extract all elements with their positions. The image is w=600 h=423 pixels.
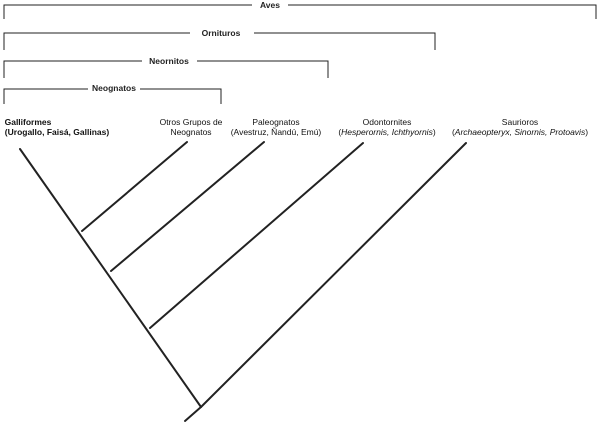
taxon-paleognatos-examples: (Avestruz, Ñandú, Emú): [231, 127, 322, 137]
taxon-odontornites-paren-open: (: [338, 127, 341, 137]
bracket-ornituros-line-right: [254, 32, 436, 50]
taxon-saurioros: Saurioros (Archaeopteryx, Sinornis, Prot…: [452, 117, 588, 137]
branch-odontornites: [149, 142, 364, 329]
cladogram-branches: [19, 141, 467, 422]
branch-otros-neognatos: [81, 141, 188, 232]
branch-trunk-base: [184, 406, 202, 422]
bracket-ornituros-line-left: [3, 32, 190, 50]
taxon-galliformes-examples: (Urogallo, Faisá, Gallinas): [5, 127, 110, 137]
bracket-neognatos-line-right: [140, 88, 222, 104]
bracket-aves: Aves: [3, 0, 597, 19]
bracket-neognatos-line-left: [3, 88, 88, 104]
taxon-odontornites: Odontornites (Hesperornis, Ichthyornis): [338, 117, 436, 137]
taxon-otros-neognatos: Otros Grupos de Neognatos: [160, 117, 223, 137]
taxon-galliformes-name: Galliformes: [5, 117, 52, 127]
bracket-neognatos-label: Neognatos: [92, 83, 136, 93]
bracket-ornituros-label: Ornituros: [202, 28, 241, 38]
bracket-aves-label: Aves: [260, 0, 280, 10]
taxon-odontornites-paren-close: ): [433, 127, 436, 137]
taxon-saurioros-paren-close: ): [585, 127, 588, 137]
branch-main-trunk: [19, 148, 202, 408]
taxon-saurioros-name: Saurioros: [502, 117, 538, 127]
taxon-paleognatos: Paleognatos (Avestruz, Ñandú, Emú): [231, 117, 322, 137]
bracket-neornitos-line-left: [3, 60, 142, 78]
taxon-odontornites-name: Odontornites: [363, 117, 412, 127]
bracket-aves-line-left: [3, 4, 252, 19]
branch-saurioros: [200, 142, 467, 408]
bracket-neornitos-line-right: [197, 60, 329, 78]
taxon-odontornites-examples: (Hesperornis, Ichthyornis): [338, 127, 436, 137]
taxon-otros-neognatos-name-line2: Neognatos: [170, 127, 211, 137]
taxon-saurioros-paren-open: (: [452, 127, 455, 137]
taxon-saurioros-examples: (Archaeopteryx, Sinornis, Protoavis): [452, 127, 588, 137]
taxon-paleognatos-name: Paleognatos: [252, 117, 299, 127]
bracket-neornitos-label: Neornitos: [149, 56, 189, 66]
taxon-saurioros-genera: Archaeopteryx, Sinornis, Protoavis: [454, 127, 586, 137]
taxon-odontornites-genera: Hesperornis, Ichthyornis: [341, 127, 433, 137]
taxon-otros-neognatos-name-line1: Otros Grupos de: [160, 117, 223, 127]
bracket-aves-line-right: [288, 4, 597, 19]
bracket-neornitos: Neornitos: [3, 56, 329, 78]
taxon-galliformes: Galliformes (Urogallo, Faisá, Gallinas): [5, 117, 110, 137]
branch-paleognatos: [110, 141, 265, 272]
bracket-ornituros: Ornituros: [3, 28, 436, 50]
bracket-neognatos: Neognatos: [3, 83, 222, 104]
